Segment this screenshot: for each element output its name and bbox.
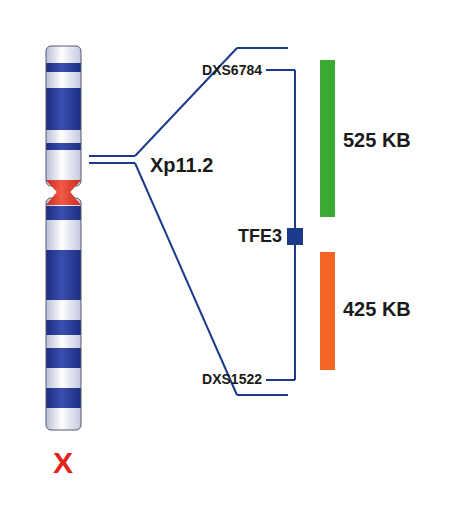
centromere (46, 180, 81, 205)
chromosome-name: X (53, 446, 73, 479)
q-arm (46, 198, 81, 430)
gene-name: TFE3 (238, 227, 282, 247)
distance-bar (320, 252, 335, 370)
p-arm (46, 46, 81, 186)
marker-name: DXS6784 (202, 63, 262, 78)
marker-name: DXS1522 (202, 372, 262, 387)
distance-label: 525 KB (343, 129, 411, 151)
band-name: Xp11.2 (150, 154, 213, 176)
distance-label: 425 KB (343, 298, 411, 320)
distance-bar (320, 60, 335, 217)
zoom-lines (89, 48, 295, 395)
tfe3-gene-marker (287, 228, 303, 245)
